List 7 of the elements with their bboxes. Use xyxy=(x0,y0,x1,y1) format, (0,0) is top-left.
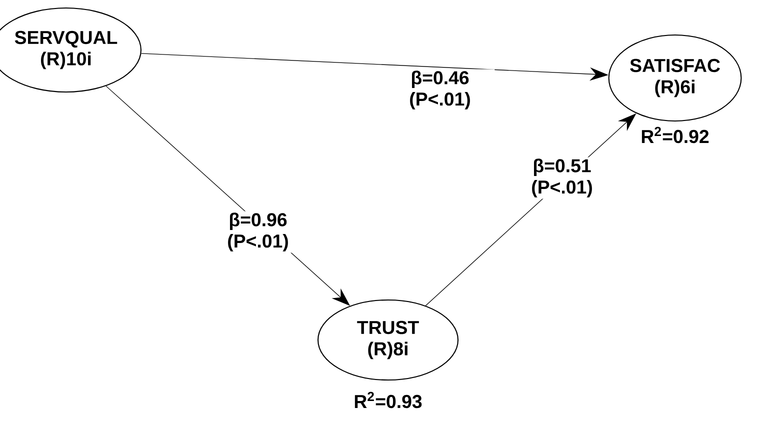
edge-label: β=0.51 (P<.01) xyxy=(532,158,592,198)
r-squared-label: R$^{2}$=0.92 xyxy=(642,126,709,144)
edge-label: β=0.96 (P<.01) xyxy=(228,212,288,252)
ellipse-node: SATISFAC (R)6i xyxy=(608,34,742,122)
ellipse-node: TRUST (R)8i xyxy=(317,299,459,381)
edge-label: β=0.46 (P<.01) xyxy=(410,70,470,110)
r-squared-label: R$^{2}$=0.93 xyxy=(354,392,422,408)
